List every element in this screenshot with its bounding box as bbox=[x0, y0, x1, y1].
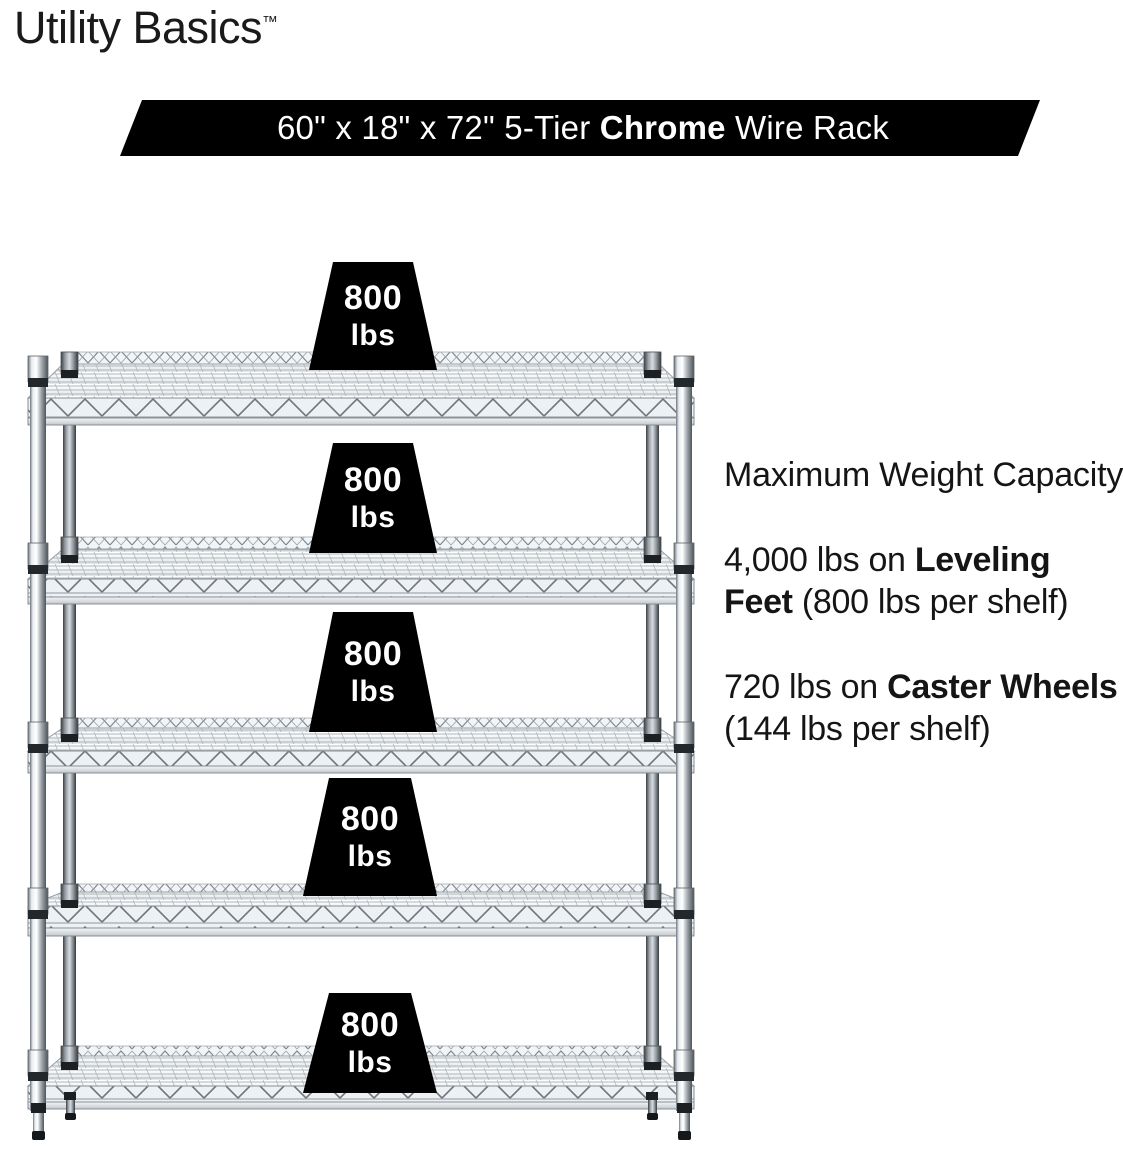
weight-badge-tier-4: 800 lbs bbox=[303, 778, 437, 896]
capacity-leveling-feet: 4,000 lbs on Leveling Feet (800 lbs per … bbox=[724, 540, 1123, 623]
weight-badge-value: 800 bbox=[340, 800, 400, 838]
capacity-heading: Maximum Weight Capacity bbox=[724, 456, 1123, 494]
brand-wordmark: Utility Basics™ bbox=[14, 2, 278, 54]
wire-rack-illustration bbox=[26, 351, 696, 1140]
brand-name: Utility Basics bbox=[14, 2, 263, 53]
trademark-symbol: ™ bbox=[262, 14, 279, 31]
weight-badge-tier-1: 800 lbs bbox=[309, 262, 437, 370]
leveling-feet bbox=[31, 1092, 692, 1140]
weight-badge-tier-5: 800 lbs bbox=[303, 993, 437, 1093]
product-title-text: 60" x 18" x 72" 5-Tier Chrome Wire Rack bbox=[271, 109, 889, 147]
capacity-caster-wheels: 720 lbs on Caster Wheels (144 lbs per sh… bbox=[724, 667, 1123, 750]
weight-badge-unit: lbs bbox=[350, 501, 396, 534]
rack-svg bbox=[26, 351, 696, 1140]
post-collars bbox=[27, 351, 695, 1081]
caster-part1: 720 lbs on bbox=[724, 668, 888, 707]
banner-prefix: 60" x 18" x 72" 5-Tier bbox=[276, 109, 600, 146]
weight-badge-value: 800 bbox=[343, 279, 403, 317]
weight-badge-value: 800 bbox=[343, 461, 403, 499]
weight-badge-value: 800 bbox=[340, 1006, 400, 1044]
caster-part2: (144 lbs per shelf) bbox=[724, 709, 991, 748]
weight-badge-tier-2: 800 lbs bbox=[309, 443, 437, 553]
leveling-bold: Leveling Feet bbox=[724, 541, 1051, 621]
product-title-banner: 60" x 18" x 72" 5-Tier Chrome Wire Rack bbox=[120, 100, 1040, 156]
leveling-part1: 4,000 lbs on bbox=[724, 541, 915, 580]
weight-badge-tier-3: 800 lbs bbox=[309, 612, 437, 732]
banner-highlight: Chrome bbox=[599, 109, 726, 146]
weight-badge-unit: lbs bbox=[347, 840, 393, 873]
leveling-part2: (800 lbs per shelf) bbox=[792, 582, 1069, 621]
weight-badge-value: 800 bbox=[343, 635, 403, 673]
weight-badge-unit: lbs bbox=[350, 675, 396, 708]
banner-suffix: Wire Rack bbox=[725, 109, 890, 146]
capacity-copy-block: Maximum Weight Capacity 4,000 lbs on Lev… bbox=[724, 455, 1123, 750]
weight-badge-unit: lbs bbox=[347, 1046, 393, 1079]
weight-badge-unit: lbs bbox=[350, 319, 396, 352]
caster-bold: Caster Wheels bbox=[887, 668, 1118, 707]
